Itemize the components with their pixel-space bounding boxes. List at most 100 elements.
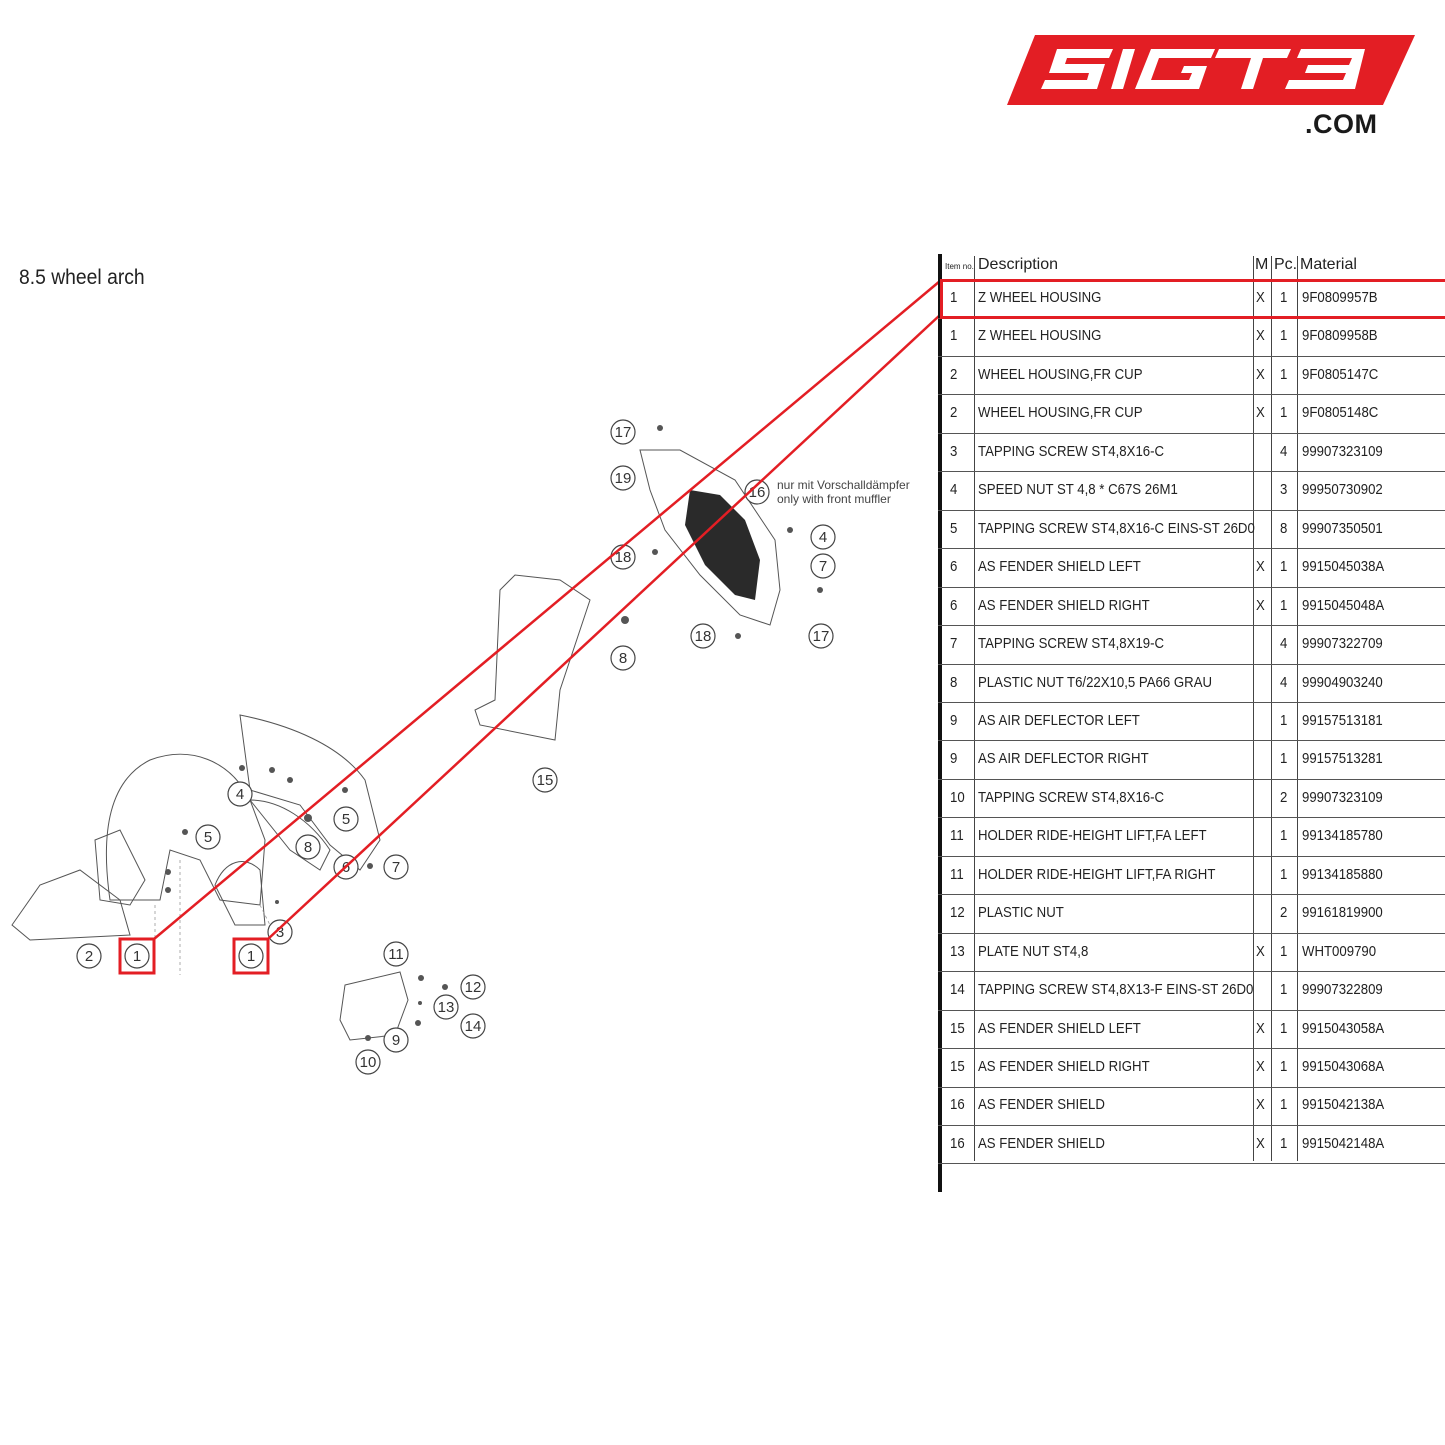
callout-9: 9: [392, 1032, 400, 1049]
cell-item-no: 9: [950, 750, 958, 768]
cell-material: 9F0805147C: [1302, 365, 1379, 383]
callout-7-left: 7: [392, 859, 400, 876]
cell-material: 9915043068A: [1302, 1058, 1385, 1075]
cell-item-no: 11: [950, 827, 964, 845]
cell-m: X: [1256, 289, 1265, 306]
cell-description: AS FENDER SHIELD RIGHT: [978, 1058, 1150, 1075]
cell-pc: 1: [1280, 1019, 1288, 1037]
cell-pc: 1: [1280, 827, 1288, 845]
cell-item-no: 2: [950, 365, 958, 383]
cell-pc: 2: [1280, 904, 1288, 922]
section-title: 8.5 wheel arch: [19, 266, 145, 289]
logo-suffix: .COM: [1305, 109, 1378, 139]
cell-description: PLASTIC NUT: [978, 904, 1064, 922]
cell-item-no: 12: [950, 904, 965, 922]
cell-m: X: [1256, 404, 1265, 422]
cell-material: 9F0805148C: [1302, 404, 1379, 422]
cell-description: TAPPING SCREW ST4,8X16-C: [978, 442, 1165, 460]
cell-material: 9915045048A: [1302, 596, 1385, 614]
cell-description: WHEEL HOUSING,FR CUP: [978, 365, 1143, 383]
callout-1-right: 1: [247, 948, 255, 965]
cell-description: HOLDER RIDE-HEIGHT LIFT,FA RIGHT: [978, 865, 1216, 883]
diagram-note-de: nur mit Vorschalldämpfer: [777, 478, 910, 492]
cell-pc: 1: [1280, 596, 1288, 614]
cell-item-no: 6: [950, 558, 958, 576]
wheel-housing-cup-shape: [11, 869, 131, 941]
callout-18-top: 18: [615, 549, 632, 566]
cell-material: 99157513181: [1302, 711, 1383, 729]
cell-item-no: 6: [950, 596, 958, 614]
cell-description: AS FENDER SHIELD RIGHT: [978, 596, 1150, 614]
cell-pc: 1: [1280, 327, 1288, 345]
cell-description: TAPPING SCREW ST4,8X19-C: [978, 635, 1165, 653]
cell-description: AS AIR DEFLECTOR RIGHT: [978, 750, 1149, 768]
callout-13: 13: [438, 999, 455, 1016]
cell-pc: 1: [1280, 404, 1288, 422]
fender-shield-15-shape: [474, 574, 591, 741]
cell-pc: 4: [1280, 442, 1288, 460]
cell-description: PLATE NUT ST4,8: [978, 942, 1089, 960]
table-header: Item no. Description M Pc. Material: [938, 252, 1445, 278]
cell-material: 9915045038A: [1302, 558, 1385, 576]
exploded-parts-diagram: nur mit Vorschalldämpfer only with front…: [11, 419, 910, 1075]
cell-m: X: [1256, 558, 1265, 576]
cell-pc: 4: [1280, 673, 1288, 691]
cell-pc: 3: [1280, 481, 1288, 499]
cell-description: Z WHEEL HOUSING: [978, 289, 1102, 306]
cell-pc: 1: [1280, 711, 1288, 729]
logo-mark: [1007, 35, 1415, 105]
callout-5-right: 5: [342, 811, 350, 828]
cell-item-no: 11: [950, 865, 964, 883]
cell-description: Z WHEEL HOUSING: [978, 327, 1102, 345]
header-m: M: [1255, 256, 1269, 273]
cell-material: 9915042138A: [1302, 1096, 1385, 1114]
cell-item-no: 5: [950, 519, 958, 537]
cell-item-no: 1: [950, 327, 958, 345]
cell-description: HOLDER RIDE-HEIGHT LIFT,FA LEFT: [978, 827, 1207, 845]
cell-material: 99161819900: [1302, 904, 1383, 922]
callout-4-left: 4: [236, 786, 244, 803]
cell-material: 99907350501: [1302, 519, 1383, 537]
cell-pc: 4: [1280, 635, 1288, 653]
cell-description: TAPPING SCREW ST4,8X16-C EINS-ST 26D0: [978, 519, 1255, 537]
cell-pc: 1: [1280, 865, 1288, 883]
cell-material: 9F0809957B: [1302, 289, 1378, 306]
cell-item-no: 14: [950, 981, 965, 999]
cell-m: X: [1256, 1134, 1265, 1152]
selected-row-highlight: [940, 279, 1445, 319]
cell-description: AS FENDER SHIELD: [978, 1134, 1105, 1152]
cell-material: 99907323109: [1302, 788, 1383, 806]
callout-12: 12: [465, 979, 482, 996]
callout-17-bottom: 17: [813, 628, 830, 645]
cell-material: WHT009790: [1302, 942, 1377, 960]
cell-m: X: [1256, 596, 1265, 614]
callout-15: 15: [537, 772, 554, 789]
cell-item-no: 2: [950, 404, 958, 422]
cell-m: X: [1256, 1019, 1265, 1037]
cell-material: 99904903240: [1302, 673, 1383, 691]
cell-material: 99907322809: [1302, 981, 1383, 999]
cell-material: 9915043058A: [1302, 1019, 1385, 1037]
callout-7-right: 7: [819, 558, 827, 575]
callout-3: 3: [276, 924, 284, 941]
cell-description: AS FENDER SHIELD LEFT: [978, 558, 1141, 576]
cell-item-no: 4: [950, 481, 958, 499]
cell-pc: 1: [1280, 558, 1288, 576]
cell-item-no: 16: [950, 1134, 965, 1152]
cell-pc: 1: [1280, 1058, 1288, 1075]
cell-pc: 2: [1280, 788, 1288, 806]
